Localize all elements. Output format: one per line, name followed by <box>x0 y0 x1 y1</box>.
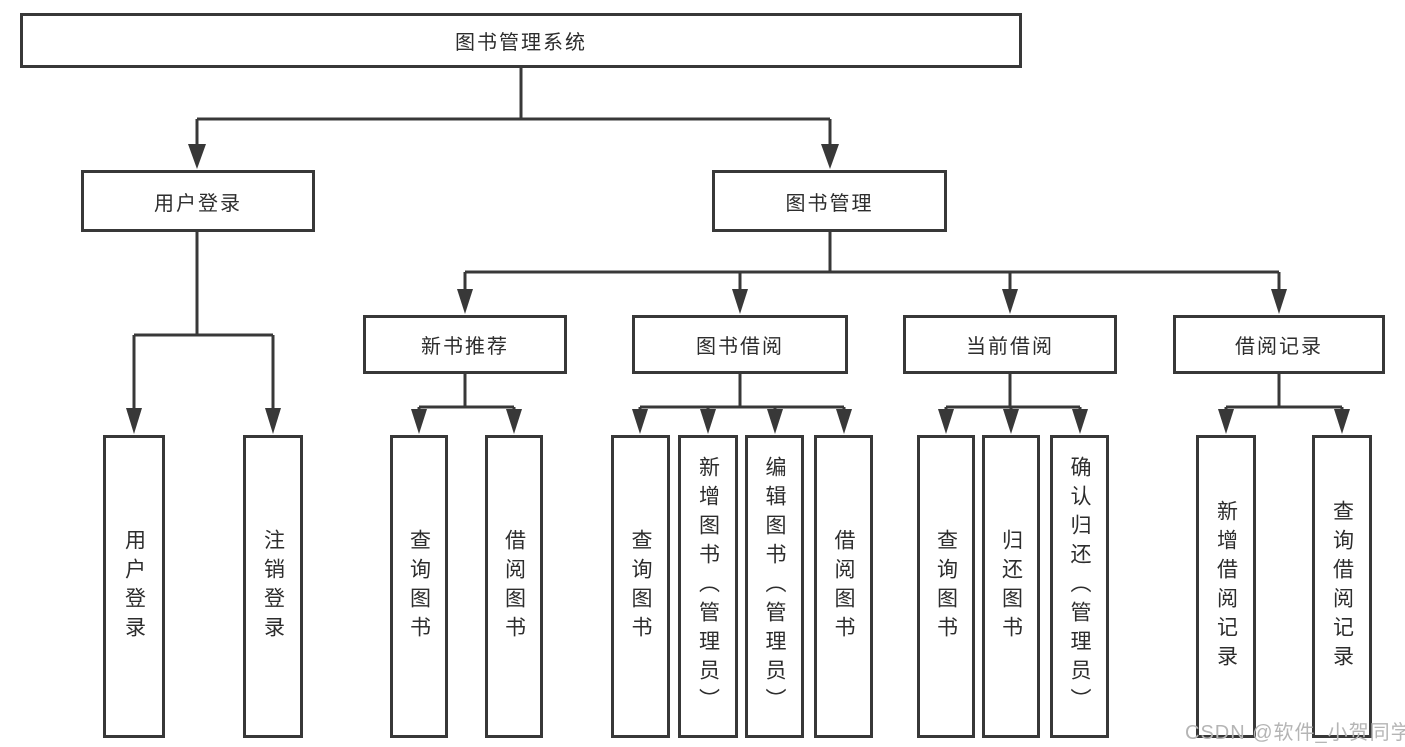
node-label: 查询图书 <box>629 528 652 645</box>
node-label: 查询图书 <box>407 528 431 645</box>
node-label: 新增借阅记录 <box>1214 499 1238 674</box>
leaf-query-borrow-record: 查询借阅记录 <box>1312 435 1372 738</box>
node-current-borrowing: 当前借阅 <box>903 315 1117 374</box>
node-label: 新书推荐 <box>421 336 509 358</box>
leaf-add-borrow-record: 新增借阅记录 <box>1196 435 1256 738</box>
node-label: 新增图书（管理员） <box>696 456 720 717</box>
leaf-borrow-books-recommend: 借阅图书 <box>485 435 543 738</box>
leaf-query-books-borrowing: 查询图书 <box>611 435 670 738</box>
node-book-borrowing: 图书借阅 <box>632 315 848 374</box>
node-label: 用户登录 <box>154 192 242 215</box>
leaf-logout: 注销登录 <box>243 435 303 738</box>
node-label: 图书管理系统 <box>455 32 587 54</box>
node-label: 注销登录 <box>261 528 285 645</box>
leaf-add-books-admin: 新增图书（管理员） <box>678 435 738 738</box>
leaf-edit-books-admin: 编辑图书（管理员） <box>745 435 804 738</box>
node-book-management: 图书管理 <box>712 170 947 232</box>
node-label: 编辑图书（管理员） <box>763 456 786 717</box>
leaf-query-books-recommend: 查询图书 <box>390 435 448 738</box>
node-user-login: 用户登录 <box>81 170 315 232</box>
node-root-library-management-system: 图书管理系统 <box>20 13 1022 68</box>
node-label: 借阅图书 <box>832 528 855 645</box>
node-label: 查询借阅记录 <box>1330 499 1354 674</box>
node-label: 查询图书 <box>934 528 958 645</box>
arrowheads <box>126 144 1350 434</box>
leaf-user-login: 用户登录 <box>103 435 165 738</box>
node-borrowing-records: 借阅记录 <box>1173 315 1385 374</box>
node-label: 归还图书 <box>999 528 1023 645</box>
node-label: 借阅记录 <box>1235 336 1323 358</box>
node-new-book-recommend: 新书推荐 <box>363 315 567 374</box>
node-label: 图书借阅 <box>696 336 784 358</box>
node-label: 确认归还（管理员） <box>1068 456 1091 717</box>
node-label: 图书管理 <box>785 192 874 215</box>
leaf-query-books-current: 查询图书 <box>917 435 975 738</box>
node-label: 借阅图书 <box>502 528 526 645</box>
leaf-return-books: 归还图书 <box>982 435 1040 738</box>
csdn-watermark: CSDN @软件_小贺同学 <box>1185 722 1405 744</box>
node-label: 当前借阅 <box>966 336 1054 358</box>
node-label: 用户登录 <box>122 528 146 645</box>
leaf-confirm-return-admin: 确认归还（管理员） <box>1050 435 1109 738</box>
leaf-borrow-books: 借阅图书 <box>814 435 873 738</box>
